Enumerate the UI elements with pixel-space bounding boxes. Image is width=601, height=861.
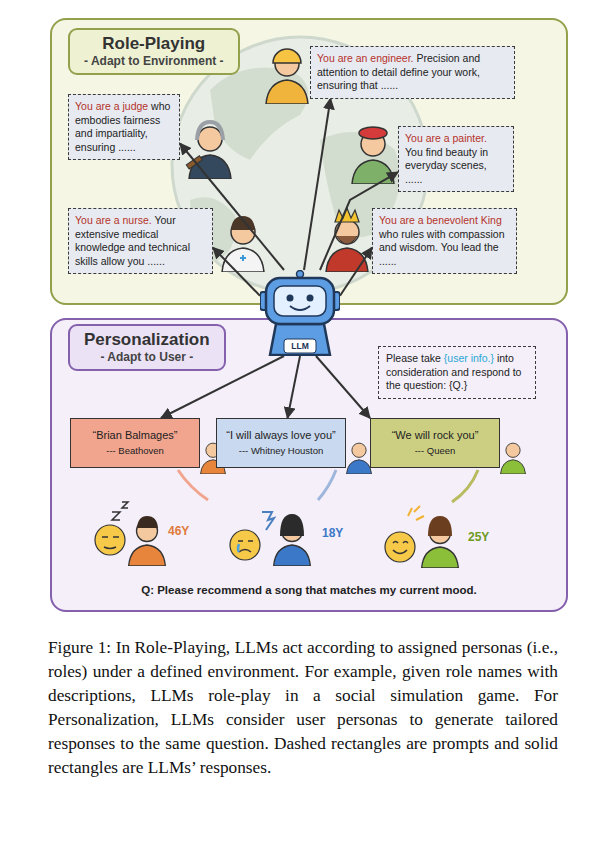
panel-fill [50, 318, 568, 612]
llm-robot: LLM [260, 270, 340, 356]
age-label: 18Y [322, 526, 343, 540]
panel-title: Personalization [84, 329, 210, 350]
age-label: 25Y [468, 530, 489, 544]
song-artist: --- Whitney Houston [225, 443, 337, 458]
role-name: You are a judge [75, 100, 148, 112]
panel-title: Role-Playing [84, 33, 224, 54]
persona-prompt: You are a judge who embodies fairness an… [68, 94, 180, 160]
arrow-connector [340, 248, 372, 296]
panel-subtitle: - Adapt to Environment - [84, 54, 224, 69]
panel-fill [50, 18, 568, 305]
song-title: “I will always love you” [225, 428, 337, 443]
response-box: “I will always love you”--- Whitney Hous… [216, 418, 346, 468]
group-panel: Personalization- Adapt to User - Please t… [50, 318, 568, 612]
robot-label: LLM [260, 340, 340, 352]
arrow-connector [288, 356, 301, 418]
role-description: You find beauty in everyday scenes, ....… [405, 146, 488, 185]
arrow-connector [213, 248, 260, 296]
role-name: You are an engineer. [317, 52, 414, 64]
group-panel: Role-Playing- Adapt to Environment - You … [50, 18, 568, 305]
panel-title-tab: Personalization- Adapt to User - [68, 324, 226, 371]
question-text: Q: Please recommend a song that matches … [52, 584, 566, 596]
response-box: “Brian Balmages”--- Beathoven [70, 418, 200, 468]
response-box: “We will rock you”--- Queen [370, 418, 500, 468]
persona-prompt: You are a nurse. Your extensive medical … [68, 208, 213, 274]
panel-subtitle: - Adapt to User - [84, 350, 210, 365]
arrow-connector [316, 356, 370, 418]
persona-prompt: You are a benevolent King who rules with… [372, 208, 517, 274]
song-title: “Brian Balmages” [79, 428, 191, 443]
song-artist: --- Queen [379, 443, 491, 458]
persona-prompt: You are an engineer. Precision and atten… [310, 46, 515, 99]
figure-caption: Figure 1: In Role-Playing, LLMs act acco… [48, 636, 558, 780]
prompt-box: Please take {user info.} into considerat… [378, 346, 536, 399]
role-name: You are a nurse. [75, 214, 152, 226]
age-label: 46Y [168, 524, 189, 538]
role-name: You are a painter. [405, 132, 487, 144]
arrow-connector [304, 99, 331, 271]
persona-prompt: You are a painter. You find beauty in ev… [398, 126, 514, 192]
role-name: You are a benevolent King [379, 214, 502, 226]
prompt-text: Please take [386, 352, 441, 364]
panel-title-tab: Role-Playing- Adapt to Environment - [68, 28, 240, 75]
prompt-text: {user info.} [444, 352, 494, 364]
song-title: “We will rock you” [379, 428, 491, 443]
role-description: who rules with compassion and wisdom. Yo… [379, 228, 504, 267]
song-artist: --- Beathoven [79, 443, 191, 458]
